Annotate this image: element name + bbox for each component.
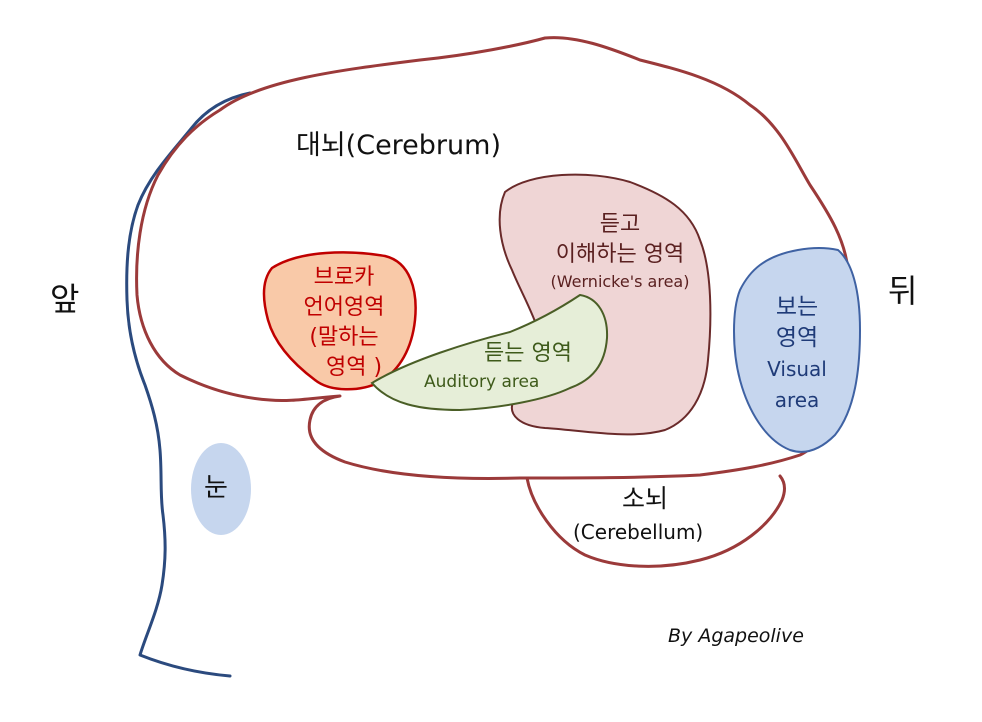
cerebrum-label: 대뇌(Cerebrum)	[296, 130, 501, 161]
wernicke-line-1: 듣고	[599, 212, 641, 237]
auditory-area	[370, 293, 609, 412]
broca-line-1: 브로카	[313, 265, 375, 290]
head-outline	[125, 91, 252, 678]
cerebellum-line-2: (Cerebellum)	[573, 520, 704, 544]
visual-line-3: Visual	[767, 357, 827, 381]
visual-line-4: area	[774, 388, 820, 412]
eye-shape	[191, 443, 251, 535]
wernicke-line-3: (Wernicke's area)	[550, 272, 690, 291]
visual-area	[733, 247, 862, 453]
broca-line-2: 언어영역	[303, 295, 385, 320]
auditory-label-ko: 듣는 영역	[484, 341, 572, 366]
wernicke-line-2: 이해하는 영역	[555, 242, 685, 267]
eye-label: 눈	[204, 473, 228, 503]
visual-label: 보는 영역 Visual area	[752, 292, 842, 416]
broca-line-4: 영역 )	[325, 355, 383, 380]
credit-text: By Agapeolive	[668, 625, 804, 647]
front-label: 앞	[50, 280, 80, 318]
cerebellum-outline	[525, 474, 786, 568]
visual-line-2: 영역	[775, 325, 819, 351]
cerebellum-label: 소뇌	[590, 482, 700, 516]
broca-line-3: (말하는	[309, 325, 379, 350]
auditory-label-en: Auditory area	[424, 372, 540, 392]
cerebellum-line-1: 소뇌	[621, 484, 668, 513]
wernicke-label: 듣고 이해하는 영역 (Wernicke's area)	[530, 210, 710, 294]
broca-label: 브로카 언어영역 (말하는 영역 )	[282, 263, 406, 383]
cerebrum-outline	[135, 36, 852, 480]
back-label: 뒤	[888, 272, 918, 310]
visual-line-1: 보는	[775, 294, 819, 320]
